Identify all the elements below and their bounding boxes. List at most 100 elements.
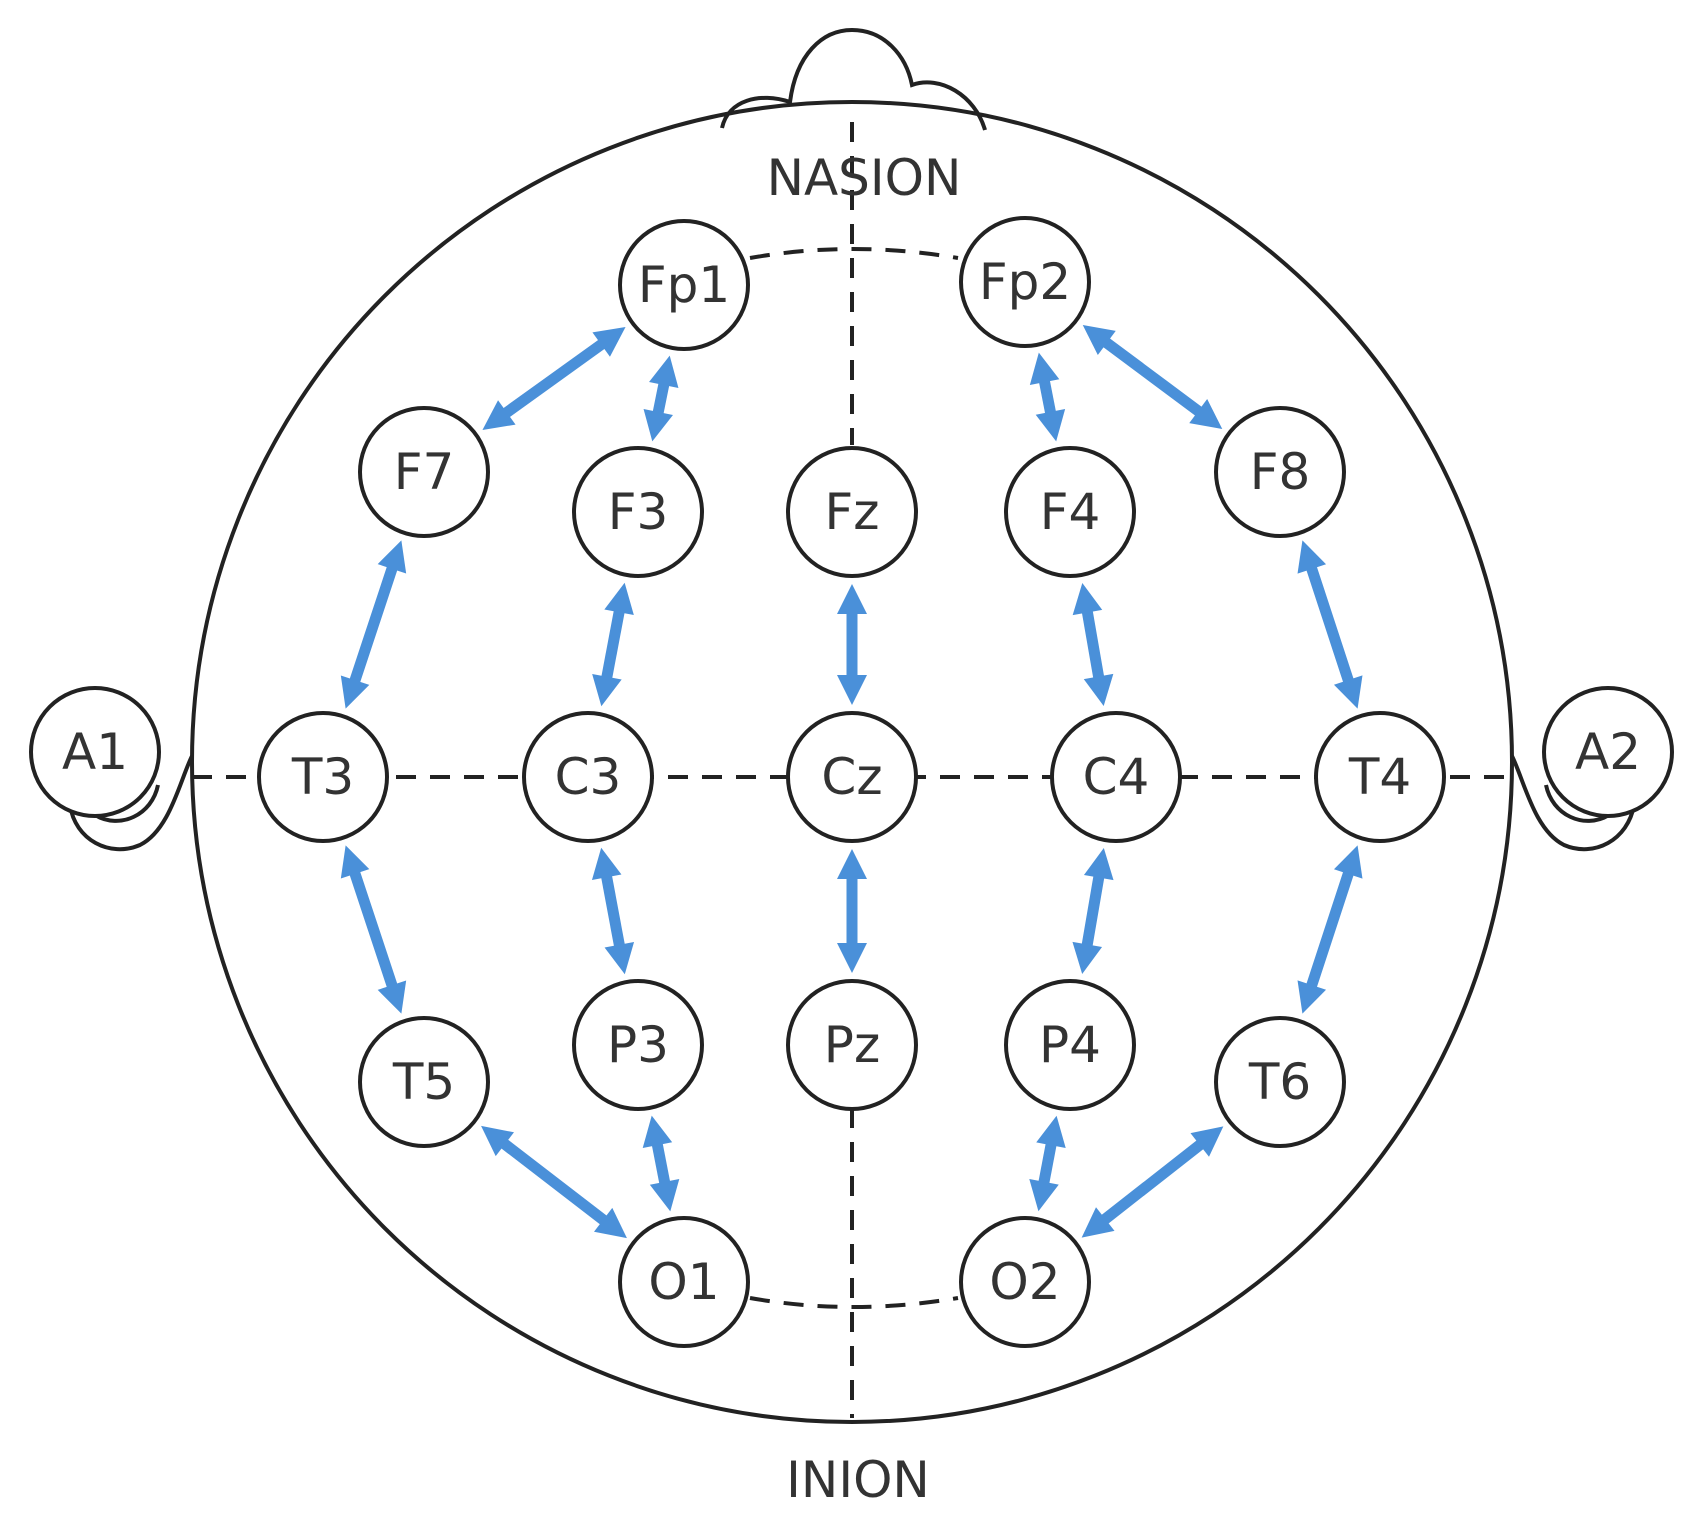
arrow-f7-t3-shaft	[347, 561, 400, 688]
arrow-c3-p3	[591, 847, 635, 975]
arrow-p3-o1-head-end	[649, 1179, 680, 1212]
arrow-fp1-f3-head-start	[649, 355, 679, 388]
arrow-c3-p3-head-start	[591, 847, 622, 881]
arrow-fp1-f7	[482, 327, 626, 430]
arrow-fp2-f4-head-end	[1035, 409, 1066, 442]
arrow-f7-t3-head-start	[377, 540, 407, 574]
electrode-fz: Fz	[786, 446, 918, 578]
electrode-f3: F3	[572, 446, 704, 578]
arrow-t6-o2-shaft	[1097, 1136, 1208, 1228]
electrode-f7-label: F7	[394, 443, 455, 501]
electrode-f3-circle	[572, 446, 704, 578]
electrode-f3-label: F3	[608, 483, 669, 541]
arrow-p4-o2-head-start	[1036, 1115, 1066, 1149]
electrode-a2-label: A2	[1575, 723, 1641, 781]
arrow-c3-p3-head-end	[604, 941, 635, 975]
arrow-c3-p3-shaft	[600, 870, 626, 952]
electrode-p4-label: P4	[1039, 1016, 1101, 1074]
electrode-o1-circle	[618, 1216, 750, 1348]
left-ear	[68, 755, 194, 852]
electrode-fz-circle	[786, 446, 918, 578]
arrow-f8-t4-head-end	[1333, 675, 1363, 709]
arrow-f8-t4-head-start	[1297, 540, 1327, 574]
electrode-p3: P3	[572, 979, 704, 1111]
electrode-o1-label: O1	[648, 1253, 719, 1311]
electrode-t3: T3	[257, 711, 389, 843]
arrow-f3-c3-head-start	[604, 582, 634, 616]
inion-label: INION	[786, 1451, 930, 1509]
electrode-fp1-label: Fp1	[638, 256, 730, 314]
electrode-f8-circle	[1214, 406, 1346, 538]
electrode-fp2: Fp2	[959, 216, 1091, 348]
arrow-fp1-f3-shaft	[651, 377, 671, 420]
electrode-cz-label: Cz	[821, 748, 882, 806]
electrode-c4-circle	[1050, 711, 1182, 843]
arrow-f8-t4	[1297, 540, 1363, 709]
electrode-fp1: Fp1	[618, 219, 750, 351]
arrow-t5-o1	[481, 1125, 627, 1239]
arrow-c4-p4-shaft	[1080, 870, 1106, 952]
electrode-a1-circle	[29, 686, 161, 818]
electrode-f8-label: F8	[1250, 443, 1311, 501]
electrode-f4-circle	[1004, 446, 1136, 578]
arrow-t4-t6-head-end	[1297, 980, 1327, 1014]
arrow-t3-t5	[340, 845, 407, 1014]
electrode-c3: C3	[522, 711, 654, 843]
arrow-t3-t5-head-end	[377, 980, 407, 1014]
electrode-pz-label: Pz	[824, 1016, 880, 1074]
arrow-f4-c4	[1072, 582, 1114, 707]
electrode-t5-circle	[358, 1016, 490, 1148]
arrow-cz-pz	[837, 849, 867, 973]
electrode-f4: F4	[1004, 446, 1136, 578]
arrow-fp2-f8-head-end	[1189, 399, 1223, 429]
arrow-c4-p4-head-start	[1083, 847, 1114, 881]
electrode-pz-circle	[786, 979, 918, 1111]
arrow-fp2-f8-shaft	[1098, 334, 1207, 420]
arrow-f3-c3-head-end	[592, 673, 622, 707]
electrode-t6: T6	[1214, 1016, 1346, 1148]
electrode-a1-label: A1	[62, 723, 128, 781]
arrow-t3-t5-head-start	[340, 845, 370, 879]
arrow-f4-c4-head-start	[1072, 582, 1103, 616]
electrode-t4-circle	[1314, 711, 1446, 843]
arrow-f4-c4-shaft	[1080, 605, 1106, 684]
arrow-fp1-f7-head-end	[482, 400, 516, 430]
arrow-f7-t3-head-end	[340, 675, 370, 709]
arrow-t6-o2-head-start	[1190, 1126, 1224, 1157]
electrode-p3-circle	[572, 979, 704, 1111]
electrode-t5: T5	[358, 1016, 490, 1148]
arrow-fp1-f3-head-end	[643, 409, 673, 442]
arrow-p4-o2	[1029, 1115, 1066, 1212]
electrode-c4: C4	[1050, 711, 1182, 843]
arrow-t5-o1-head-end	[594, 1207, 627, 1239]
occipital-arc	[749, 1296, 959, 1309]
arrow-t5-o1-head-start	[481, 1125, 514, 1157]
arrow-f8-t4-shaft	[1304, 561, 1356, 688]
electrode-c3-label: C3	[555, 748, 622, 806]
arrow-p4-o2-shaft	[1037, 1138, 1058, 1189]
electrode-t5-label: T5	[392, 1053, 455, 1111]
electrode-p3-label: P3	[607, 1016, 669, 1074]
electrode-t6-circle	[1214, 1016, 1346, 1148]
arrow-fp2-f4-shaft	[1038, 375, 1057, 419]
head-outline	[190, 100, 1514, 1424]
electrode-a2-circle	[1542, 686, 1674, 818]
arrow-c4-p4-head-end	[1072, 941, 1103, 975]
electrode-pz: Pz	[786, 979, 918, 1111]
arrow-cz-pz-head-start	[837, 849, 867, 879]
arrow-fp1-f7-shaft	[498, 336, 610, 421]
right-ear	[1510, 755, 1636, 852]
bipolar-connections	[340, 325, 1363, 1239]
arrow-t6-o2-head-end	[1081, 1207, 1115, 1238]
frontal-arc	[749, 247, 959, 260]
electrode-f7: F7	[358, 406, 490, 538]
electrode-f7-circle	[358, 406, 490, 538]
electrode-o1: O1	[618, 1216, 750, 1348]
nose-outline	[720, 27, 987, 131]
electrode-o2-label: O2	[989, 1253, 1060, 1311]
arrow-c4-p4	[1072, 847, 1114, 975]
electrode-o2: O2	[959, 1216, 1091, 1348]
arrow-t4-t6	[1297, 845, 1363, 1014]
arrow-fz-cz-head-start	[837, 584, 867, 614]
